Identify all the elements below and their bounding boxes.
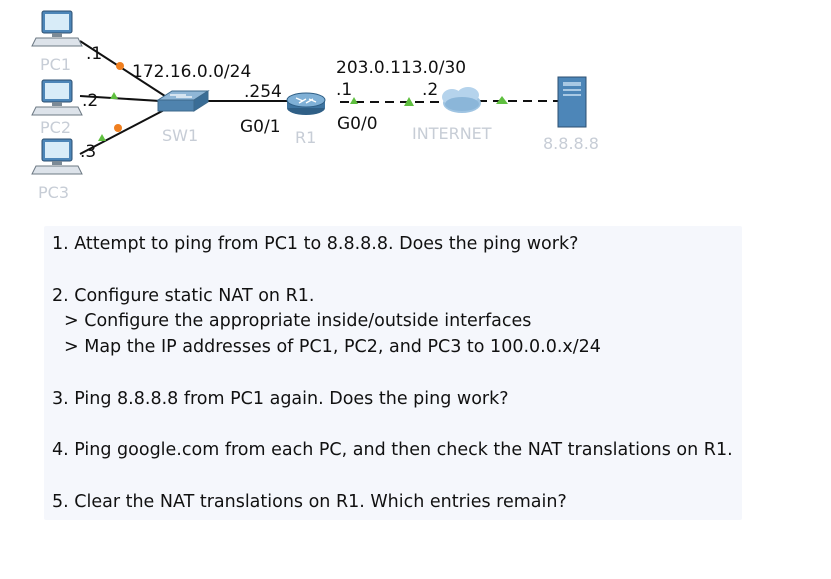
instruction-step-5: 5. Clear the NAT translations on R1. Whi… xyxy=(52,492,567,512)
link-status-down-marker xyxy=(114,124,122,132)
pc2-name-label: PC2 xyxy=(40,118,71,137)
link-pc1-sw1 xyxy=(79,40,169,99)
link-status-down-marker xyxy=(116,62,124,70)
instruction-step-2-substep-interfaces: > Configure the appropriate inside/outsi… xyxy=(64,311,532,331)
instruction-step-1: 1. Attempt to ping from PC1 to 8.8.8.8. … xyxy=(52,234,579,254)
link-status-up-marker xyxy=(496,96,508,104)
link-status-up-marker xyxy=(98,134,106,141)
pc1-name-label: PC1 xyxy=(40,55,71,74)
server-name-label: 8.8.8.8 xyxy=(543,134,599,153)
link-status-up-marker xyxy=(110,92,118,99)
router-outside-host-label: .1 xyxy=(336,80,353,100)
pc2-icon[interactable] xyxy=(31,79,83,116)
cloud-icon[interactable] xyxy=(442,87,481,113)
lan-network-label: 172.16.0.0/24 xyxy=(132,62,252,82)
instructions-panel: 1. Attempt to ping from PC1 to 8.8.8.8. … xyxy=(44,226,742,520)
router-icon[interactable] xyxy=(286,92,326,115)
server-icon[interactable] xyxy=(557,76,587,128)
instruction-step-2: 2. Configure static NAT on R1. xyxy=(52,286,315,306)
router-inside-interface-label: G0/1 xyxy=(240,117,281,137)
instruction-step-4: 4. Ping google.com from each PC, and the… xyxy=(52,440,733,460)
pc3-icon[interactable] xyxy=(31,138,83,175)
pc1-host-label: .1 xyxy=(86,44,103,64)
link-status-up-marker xyxy=(404,97,414,106)
pc3-host-label: .3 xyxy=(80,142,97,162)
internet-host-label: .2 xyxy=(422,80,439,100)
link-pc3-sw1 xyxy=(79,107,169,155)
wan-network-label: 203.0.113.0/30 xyxy=(336,58,467,78)
internet-name-label: INTERNET xyxy=(412,124,492,143)
pc3-name-label: PC3 xyxy=(38,183,69,202)
instruction-step-3: 3. Ping 8.8.8.8 from PC1 again. Does the… xyxy=(52,389,509,409)
network-topology-diagram xyxy=(31,10,587,175)
router-outside-interface-label: G0/0 xyxy=(337,114,378,134)
instruction-step-2-substep-mapping: > Map the IP addresses of PC1, PC2, and … xyxy=(64,337,601,357)
router-inside-host-label: .254 xyxy=(244,82,282,102)
switch-icon[interactable] xyxy=(156,90,210,112)
router-name-label: R1 xyxy=(295,128,317,147)
link-status-up-marker xyxy=(350,97,358,104)
pc1-icon[interactable] xyxy=(31,10,83,47)
switch-name-label: SW1 xyxy=(162,126,199,145)
link-pc2-sw1 xyxy=(79,95,161,102)
pc2-host-label: .2 xyxy=(82,91,99,111)
